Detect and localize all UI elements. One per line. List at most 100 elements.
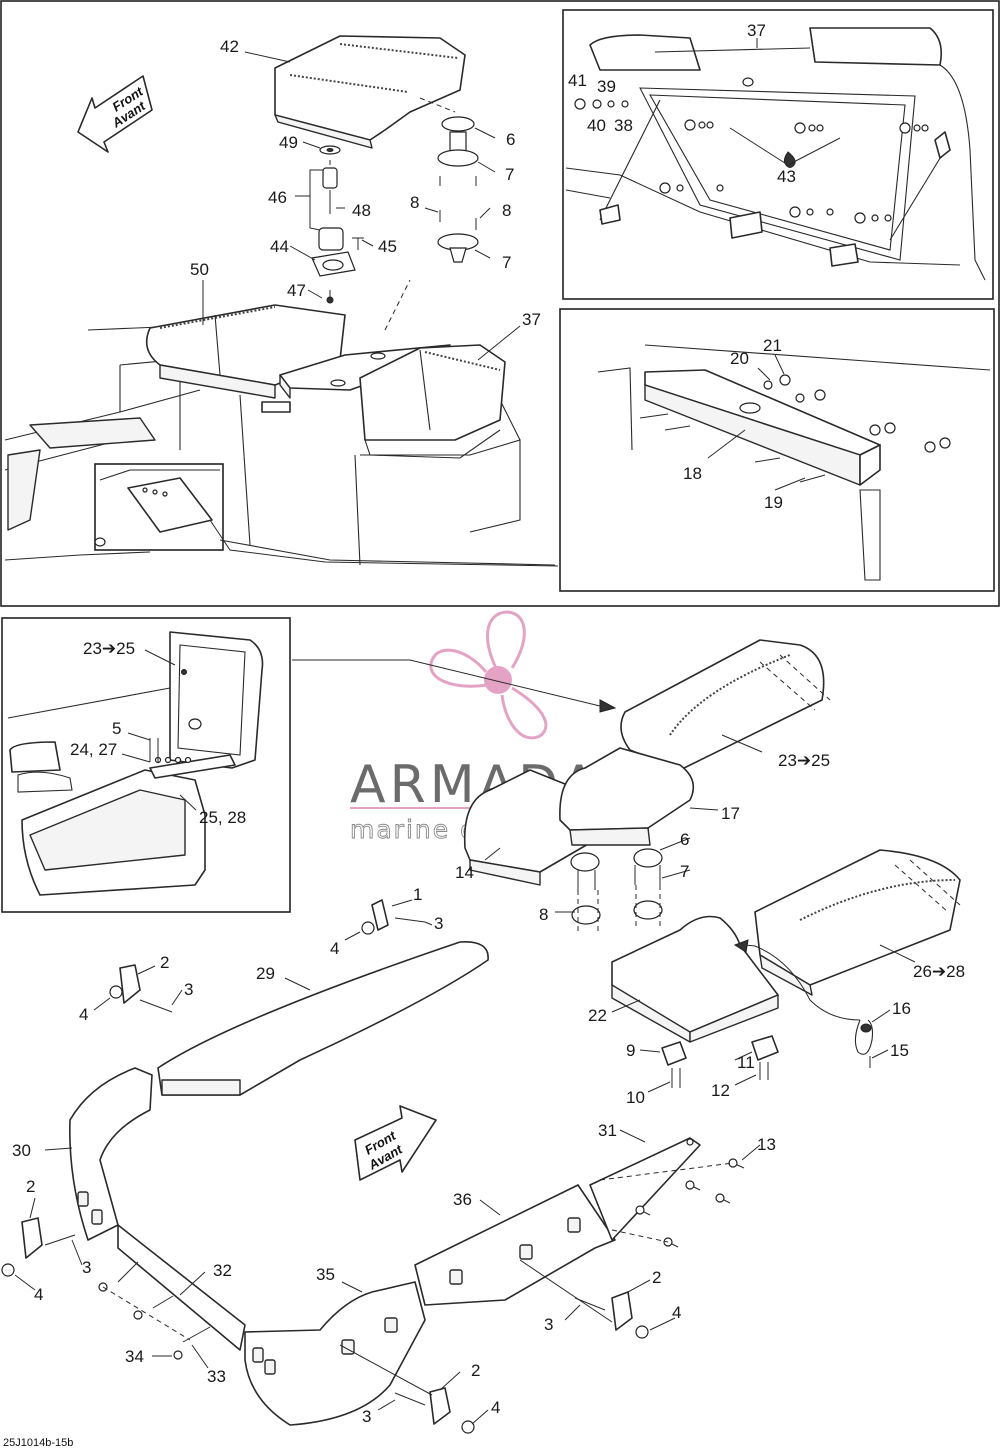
callout-45: 45 (378, 237, 397, 256)
rail-washers (763, 374, 951, 453)
trim-panel-30 (69, 1067, 153, 1241)
front-direction-arrow-lower: Front Avant (354, 1105, 437, 1181)
seat-cushion-50 (145, 304, 346, 399)
callout-33: 33 (207, 1367, 226, 1386)
lower-leader-lines (14, 899, 761, 1425)
seat-base-22 (611, 915, 861, 1043)
callout-8b: 8 (502, 201, 511, 220)
callout-26-28: 26➔28 (913, 962, 965, 981)
callout-23-25-inset: 23➔25 (83, 639, 135, 658)
callout-4d: 4 (672, 1303, 681, 1322)
front-direction-arrow-top: Front Avant (77, 75, 153, 153)
callout-17: 17 (721, 804, 740, 823)
callout-18: 18 (683, 464, 702, 483)
panel-screws (599, 1158, 745, 1248)
callout-10: 10 (626, 1088, 645, 1107)
callout-34: 34 (125, 1347, 144, 1366)
callout-4c: 4 (34, 1285, 43, 1304)
upper-leader-lines (202, 38, 806, 491)
callout-19: 19 (764, 493, 783, 512)
callout-13: 13 (757, 1135, 776, 1154)
callout-47: 47 (287, 281, 306, 300)
lower-mounting-hardware (484, 807, 719, 935)
mounting-cup-hardware (384, 97, 479, 331)
callout-4e: 4 (491, 1398, 500, 1417)
console-bracket-detail (94, 463, 559, 567)
diagram-code: 25J1014b-15b (3, 1437, 73, 1449)
callout-7b: 7 (502, 253, 511, 272)
trim-panel-36 (414, 1184, 616, 1306)
callout-5: 5 (112, 719, 121, 738)
callout-30: 30 (12, 1141, 31, 1160)
inset-bracket-frame (559, 308, 995, 592)
callout-9: 9 (626, 1041, 635, 1060)
callout-3c: 3 (82, 1258, 91, 1277)
callout-40: 40 (587, 116, 606, 135)
callout-21: 21 (763, 336, 782, 355)
callout-38: 38 (614, 116, 633, 135)
callout-31: 31 (598, 1121, 617, 1140)
callout-8a: 8 (410, 193, 419, 212)
trim-panel-29 (157, 941, 489, 1096)
upper-section-frame (0, 0, 1000, 607)
seat-cushion-17 (559, 747, 695, 846)
inset-backrest-frame (1, 617, 291, 913)
callout-20: 20 (730, 349, 749, 368)
trim-panel-31 (589, 1137, 701, 1241)
clip-fasteners (1, 899, 649, 1434)
callout-11: 11 (737, 1053, 755, 1072)
backrest-inset (7, 631, 617, 896)
callout-6: 6 (506, 130, 515, 149)
callout-7: 7 (505, 165, 514, 184)
callout-46: 46 (268, 188, 287, 207)
seat-base-brackets (639, 1035, 779, 1093)
seat-cushion-37-front (359, 344, 506, 459)
trim-panel-35 (244, 1281, 426, 1426)
callout-42: 42 (220, 37, 239, 56)
callout-48: 48 (352, 201, 371, 220)
callout-16: 16 (892, 999, 911, 1018)
trunk-washer-sets (659, 119, 929, 224)
bolts-and-nuts (98, 1261, 211, 1360)
callout-41: 41 (568, 71, 587, 90)
callout-43: 43 (777, 167, 796, 186)
tether-strap (854, 1009, 891, 1068)
callout-3a: 3 (434, 914, 443, 933)
boat-console-outline (4, 326, 556, 566)
inset-trunk-frame (562, 9, 994, 300)
callout-32: 32 (213, 1261, 232, 1280)
callout-49: 49 (279, 133, 298, 152)
diagram-frames (0, 0, 1000, 913)
seat-rail-inset (597, 344, 991, 581)
callout-labels: 42 49 46 48 44 45 47 6 7 8 8 7 50 37 37 … (12, 21, 965, 1426)
callout-7-lower: 7 (680, 862, 689, 881)
callout-4a: 4 (330, 939, 339, 958)
callout-36: 36 (453, 1190, 472, 1209)
callout-3b: 3 (184, 980, 193, 999)
callout-3d: 3 (544, 1315, 553, 1334)
callout-2a: 2 (160, 953, 169, 972)
callout-22: 22 (588, 1006, 607, 1025)
callout-50: 50 (190, 260, 209, 279)
lubricant-drop-icon (783, 151, 796, 168)
callout-12: 12 (711, 1081, 730, 1100)
callout-23-25: 23➔25 (778, 751, 830, 770)
hinge-hardware-stack (311, 145, 364, 304)
callout-44: 44 (270, 237, 289, 256)
callout-2c: 2 (652, 1268, 661, 1287)
seat-cushion-26-28 (754, 849, 961, 996)
callout-35: 35 (316, 1265, 335, 1284)
callout-1: 1 (413, 885, 422, 904)
callout-6-lower: 6 (680, 830, 689, 849)
backrest-cushion-23-25 (620, 639, 831, 771)
trim-panel-32 (117, 1224, 246, 1351)
callout-14: 14 (455, 863, 474, 882)
callout-39: 39 (597, 77, 616, 96)
propeller-logo-icon (429, 610, 548, 740)
callout-2b: 2 (26, 1177, 35, 1196)
callout-37: 37 (522, 310, 541, 329)
seat-cushion-42 (274, 35, 466, 149)
callout-37-inset: 37 (747, 21, 766, 40)
callout-29: 29 (256, 964, 275, 983)
